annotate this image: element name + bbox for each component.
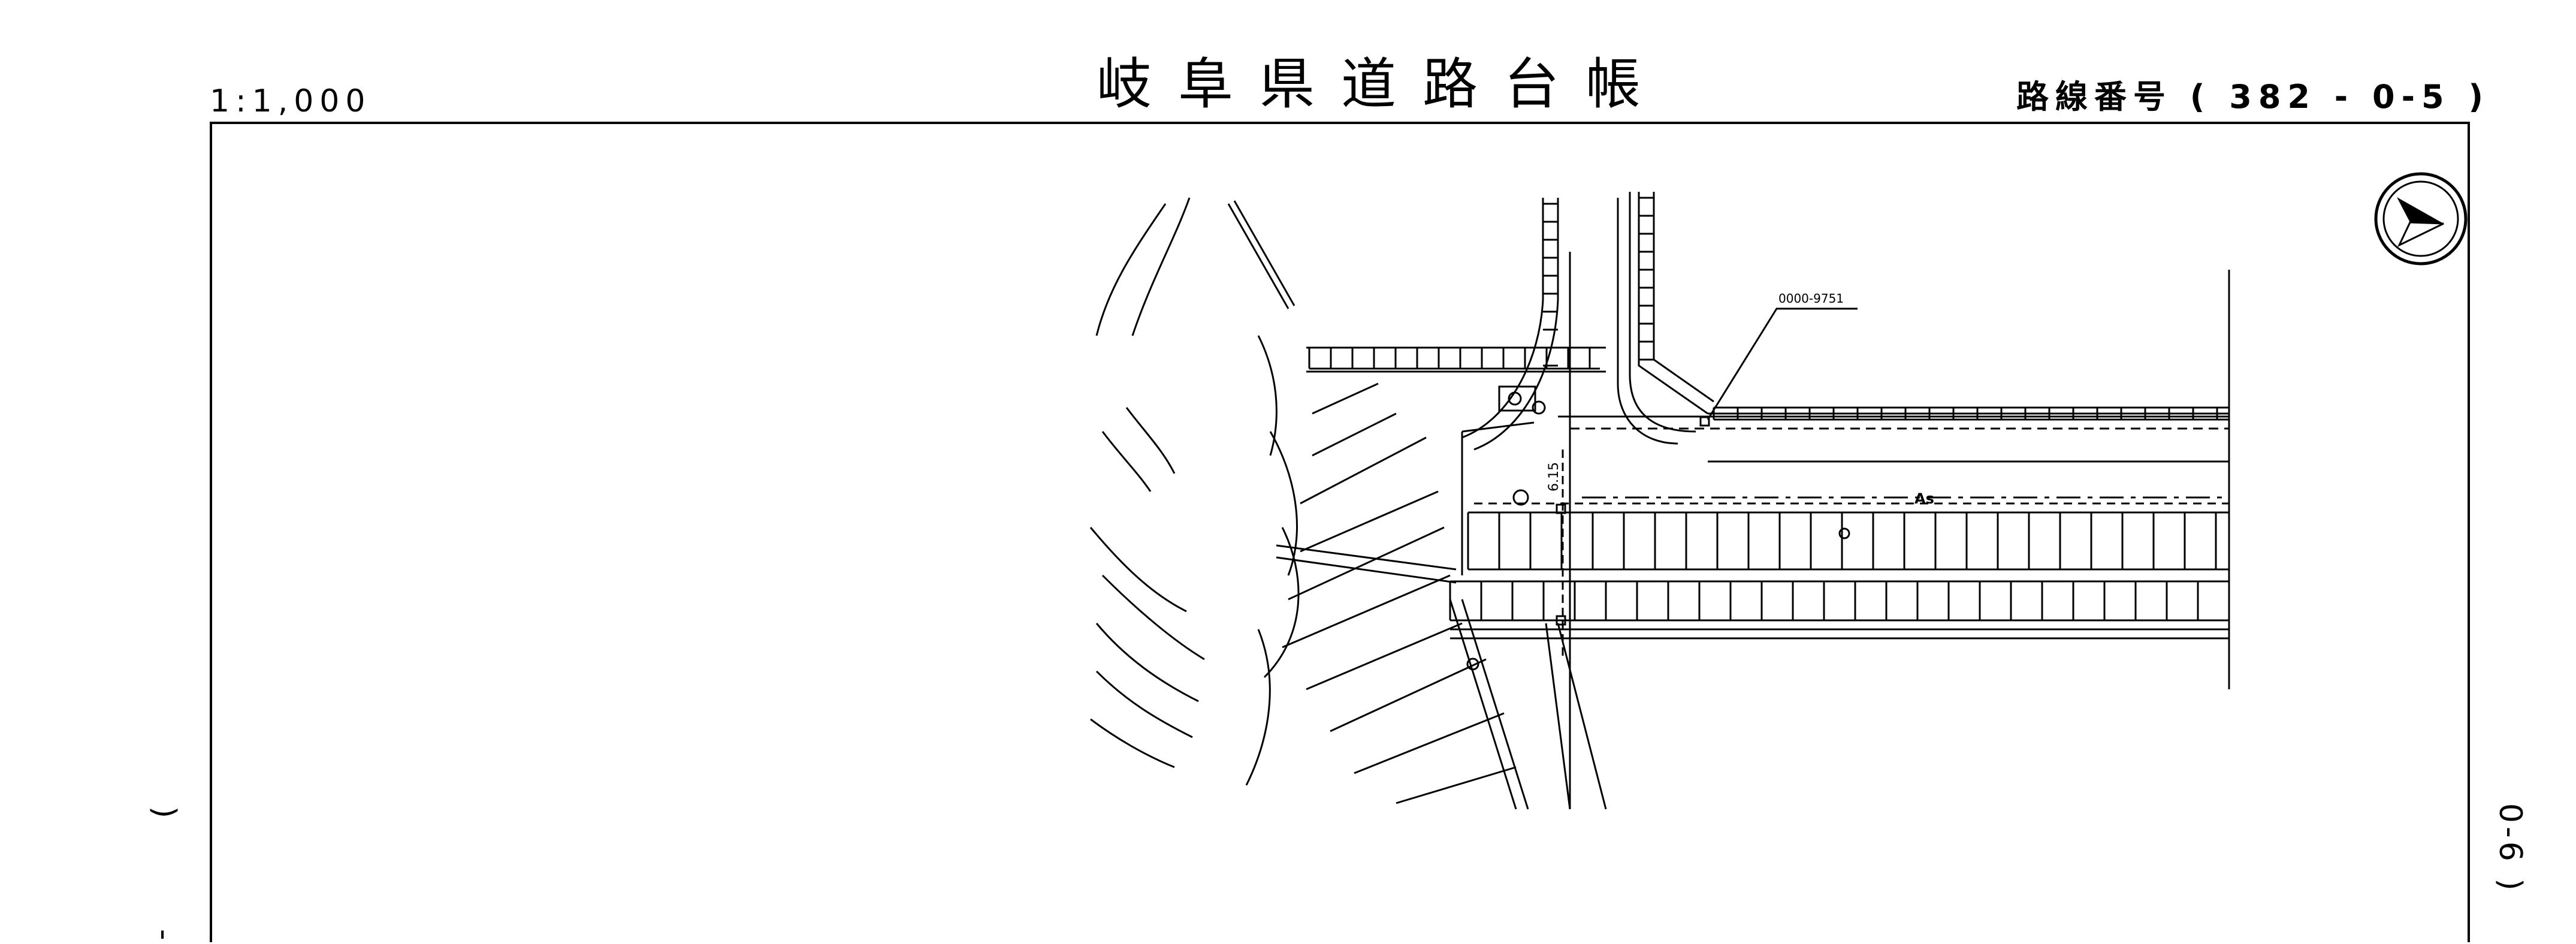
- page-title: 岐阜県道路台帳: [1097, 52, 1668, 116]
- station-id-label: 0000-9751: [1778, 291, 1844, 306]
- terrain-contours: [1089, 197, 1517, 804]
- road-gutters: [1308, 197, 2230, 622]
- station-leader: [1556, 307, 1858, 626]
- scale-label: 1:1,000: [210, 83, 372, 119]
- road-width-label: 6.15: [1547, 462, 1562, 491]
- utility-symbols: [1466, 385, 1850, 671]
- surface-label: As: [1914, 490, 1934, 507]
- map-frame: [210, 122, 2470, 942]
- route-number: 路線番号 ( 382 - 0-5 ): [2016, 78, 2490, 116]
- north-arrow-icon: [2374, 172, 2468, 266]
